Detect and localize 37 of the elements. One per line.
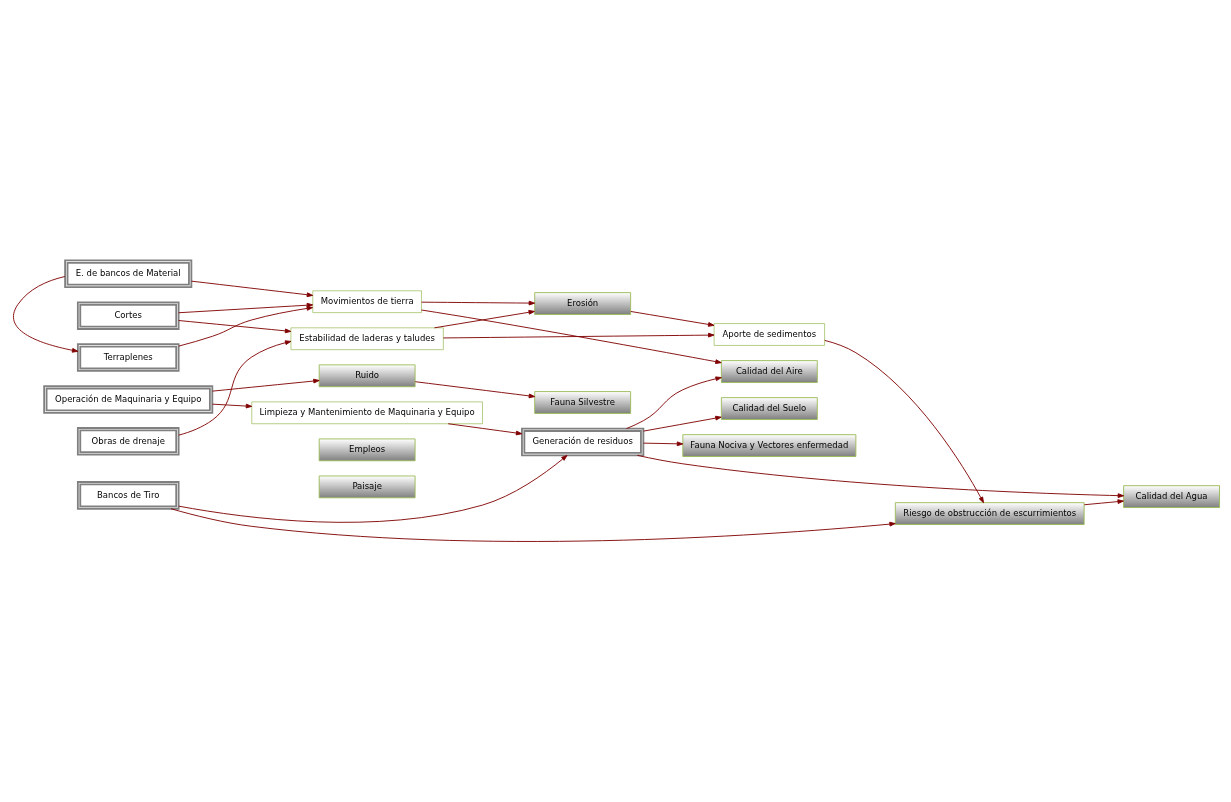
arrow xyxy=(630,311,715,327)
node-box: Calidad del Suelo xyxy=(720,397,818,420)
arrow xyxy=(434,309,535,329)
node-box: Erosión xyxy=(534,292,632,315)
arrow xyxy=(414,381,536,399)
arrow xyxy=(824,339,984,504)
arrow xyxy=(178,320,292,334)
node-box: Empleos xyxy=(318,438,416,462)
arrow xyxy=(13,276,79,353)
arrow xyxy=(212,403,253,409)
node-box: Fauna Silvestre xyxy=(534,391,632,414)
node-box: Paisaje xyxy=(318,475,416,499)
arrow xyxy=(170,508,896,542)
arrow xyxy=(643,441,684,447)
arrow xyxy=(178,306,313,347)
arrow xyxy=(636,454,1125,498)
arrow xyxy=(191,280,314,298)
arrow xyxy=(626,376,722,430)
arrow xyxy=(178,340,292,436)
arrow xyxy=(421,309,722,364)
node-box: Calidad del Aire xyxy=(720,360,818,383)
node-box: Fauna Nociva y Vectores enfermedad xyxy=(682,434,857,457)
arrow xyxy=(212,378,320,392)
arrow xyxy=(447,423,523,436)
node-box: Aporte de sedimentos xyxy=(713,323,825,346)
node-box: Riesgo de obstrucción de escurrimientos xyxy=(894,502,1085,525)
arrow xyxy=(442,332,715,339)
arrow xyxy=(178,302,314,314)
arrow xyxy=(421,300,536,306)
node-box: Estabilidad de laderas y taludes xyxy=(290,327,444,351)
node-box: Movimientos de tierra xyxy=(312,290,422,313)
arrow xyxy=(178,454,568,523)
arrow xyxy=(1083,499,1124,506)
arrow xyxy=(643,415,722,432)
node-box: Ruido xyxy=(318,364,416,388)
node-box: Limpieza y Mantenimiento de Maquinaria y Equipo xyxy=(251,401,483,425)
node-box: Calidad del Agua xyxy=(1123,485,1220,508)
